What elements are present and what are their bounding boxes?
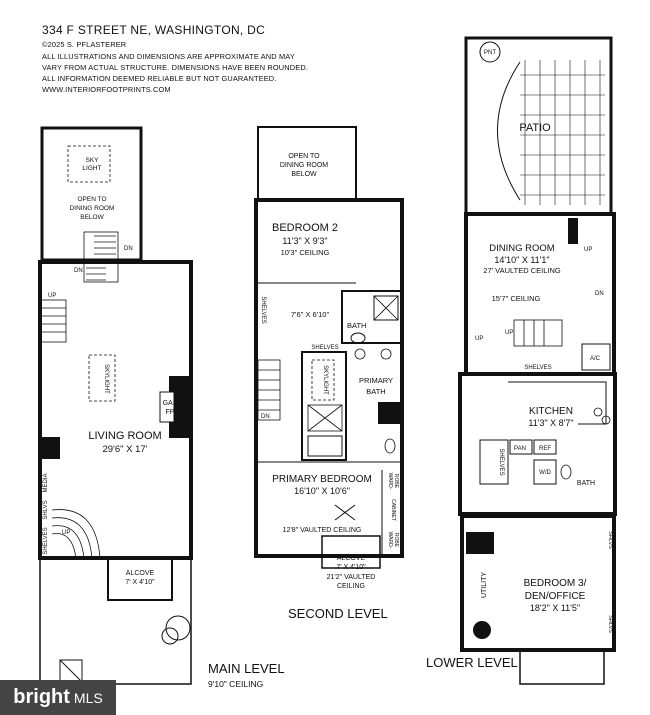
primary-bath-label: BATH [366, 387, 385, 396]
skylight-label: SKY [85, 157, 99, 164]
disclaimer-line: ALL ILLUSTRATIONS AND DIMENSIONS ARE APP… [42, 52, 295, 61]
gas-fp-label: GAS [163, 400, 178, 407]
shelves-label: SHELVES [311, 345, 338, 351]
stair-up-label: UP [584, 247, 592, 253]
open-to-dining-label: OPEN TO [288, 153, 320, 160]
bath-label: BATH [577, 480, 595, 487]
wardrobe-label: WARD- [387, 532, 393, 549]
primary-bath-label: PRIMARY [359, 376, 393, 385]
pantry-label: PAN [514, 446, 526, 452]
shelves-label: SHELVES [498, 448, 504, 475]
alcove-dimensions: 7' X 4'10" [336, 564, 366, 571]
lower-level-plan [458, 36, 617, 685]
bedroom-2-dimensions: 11'3" X 9'3" [282, 236, 327, 246]
wardrobe-label: WARD- [387, 473, 393, 490]
wardrobe-label: ROBE [393, 533, 399, 548]
lower-level-labels: PNT PATIO DINING ROOM 14'10" X 11'1" 27'… [426, 50, 613, 670]
living-room-label: LIVING ROOM [88, 430, 161, 442]
plant-label: PNT [484, 50, 496, 56]
ac-label: A/C [590, 356, 601, 362]
website-line: WWW.INTERIORFOOTPRINTS.COM [42, 85, 171, 94]
open-to-dining-label: BELOW [291, 171, 317, 178]
bright-mls-logo: bright MLS [0, 680, 116, 715]
main-level-plan [38, 126, 193, 685]
open-to-dining-label: DINING ROOM [280, 162, 328, 169]
alcove-ceiling: CEILING [337, 583, 365, 590]
disclaimer-line: VARY FROM ACTUAL STRUCTURE. DIMENSIONS H… [42, 63, 309, 72]
alcove-dimensions: 7' X 4'10" [125, 579, 155, 586]
skylight-label: LIGHT [82, 165, 101, 172]
patio-label: PATIO [519, 122, 551, 134]
stair-dn-label: DN [595, 291, 604, 297]
media-label: MEDIA [43, 473, 49, 492]
cabinet-label: CABINET [390, 499, 396, 521]
primary-bedroom-dimensions: 16'10" X 10'6" [294, 486, 350, 496]
skylight-label: SKYLIGHT [103, 364, 109, 394]
shelves-label: SHELVES [260, 296, 266, 323]
stair-dn-label: DN [74, 268, 83, 274]
hall-dimensions: 7'6" X 6'10" [291, 310, 330, 319]
bedroom-2-label: BEDROOM 2 [272, 222, 338, 234]
bedroom-2-ceiling: 10'3" CEILING [281, 248, 330, 257]
open-to-dining-label: BELOW [80, 214, 104, 221]
bedroom-3-dimensions: 18'2" X 11'5" [530, 603, 580, 613]
bedroom-3-label: BEDROOM 3/ [524, 578, 587, 589]
skylight-label: SKYLIGHT [322, 365, 328, 395]
dining-room-label: DINING ROOM [489, 243, 555, 254]
washer-dryer-label: W/D [539, 470, 551, 476]
stair-up-label: UP [48, 293, 56, 299]
second-level-labels: OPEN TO DINING ROOM BELOW BEDROOM 2 11'3… [260, 153, 399, 621]
living-room-dimensions: 29'6" X 17' [102, 444, 147, 455]
primary-bedroom-label: PRIMARY BEDROOM [272, 474, 372, 485]
brand-suffix: MLS [73, 689, 103, 706]
wardrobe-label: ROBE [393, 474, 399, 489]
stair-up-label: UP [475, 336, 483, 342]
dining-room-vaulted: 27' VAULTED CEILING [483, 266, 561, 275]
open-to-dining-label: DINING ROOM [70, 205, 115, 212]
main-level-title: MAIN LEVEL [208, 661, 285, 676]
second-level-title: SECOND LEVEL [288, 606, 388, 621]
stair-dn-label: DN [124, 246, 133, 252]
property-address: 334 F STREET NE, WASHINGTON, DC [42, 23, 266, 37]
kitchen-label: KITCHEN [529, 406, 573, 417]
shelves-label: SHLVS [43, 500, 49, 519]
open-to-dining-label: OPEN TO [77, 196, 106, 203]
copyright-line: ©2025 S. PFLASTERER [42, 40, 127, 49]
main-level-ceiling: 9'10" CEILING [208, 679, 263, 689]
main-level-labels: SKY LIGHT OPEN TO DINING ROOM BELOW DN D… [43, 157, 285, 689]
bedroom-3-label: DEN/OFFICE [525, 591, 586, 602]
stair-dn-label: DN [261, 414, 270, 420]
primary-bedroom-ceiling: 12'8" VAULTED CEILING [283, 527, 362, 534]
shelves-label: SHELVES [43, 527, 49, 554]
dining-room-dimensions: 14'10" X 11'1" [494, 255, 549, 265]
kitchen-dimensions: 11'3" X 8'7" [528, 418, 573, 428]
bath-label: BATH [347, 321, 366, 330]
shelves-label: SHELVES [524, 365, 551, 371]
gas-fp-label: FP [166, 409, 175, 416]
stair-up-label: UP [62, 530, 70, 536]
utility-label: UTILITY [481, 572, 488, 598]
shelves-label: SHLVS [607, 615, 613, 633]
alcove-label: ALCOVE [126, 570, 155, 577]
alcove-label: ALCOVE [337, 555, 366, 562]
refrigerator-label: REF [539, 446, 551, 452]
second-level-plan [254, 126, 404, 569]
dining-room-ceiling: 15'7" CEILING [492, 294, 541, 303]
shelves-label: SHLVS [607, 531, 613, 549]
lower-level-title: LOWER LEVEL [426, 655, 518, 670]
alcove-ceiling: 21'2" VAULTED [327, 574, 376, 581]
disclaimer-line: ALL INFORMATION DEEMED RELIABLE BUT NOT … [42, 74, 277, 83]
stair-up-label: UP [505, 330, 513, 336]
brand-name: bright [13, 686, 70, 708]
